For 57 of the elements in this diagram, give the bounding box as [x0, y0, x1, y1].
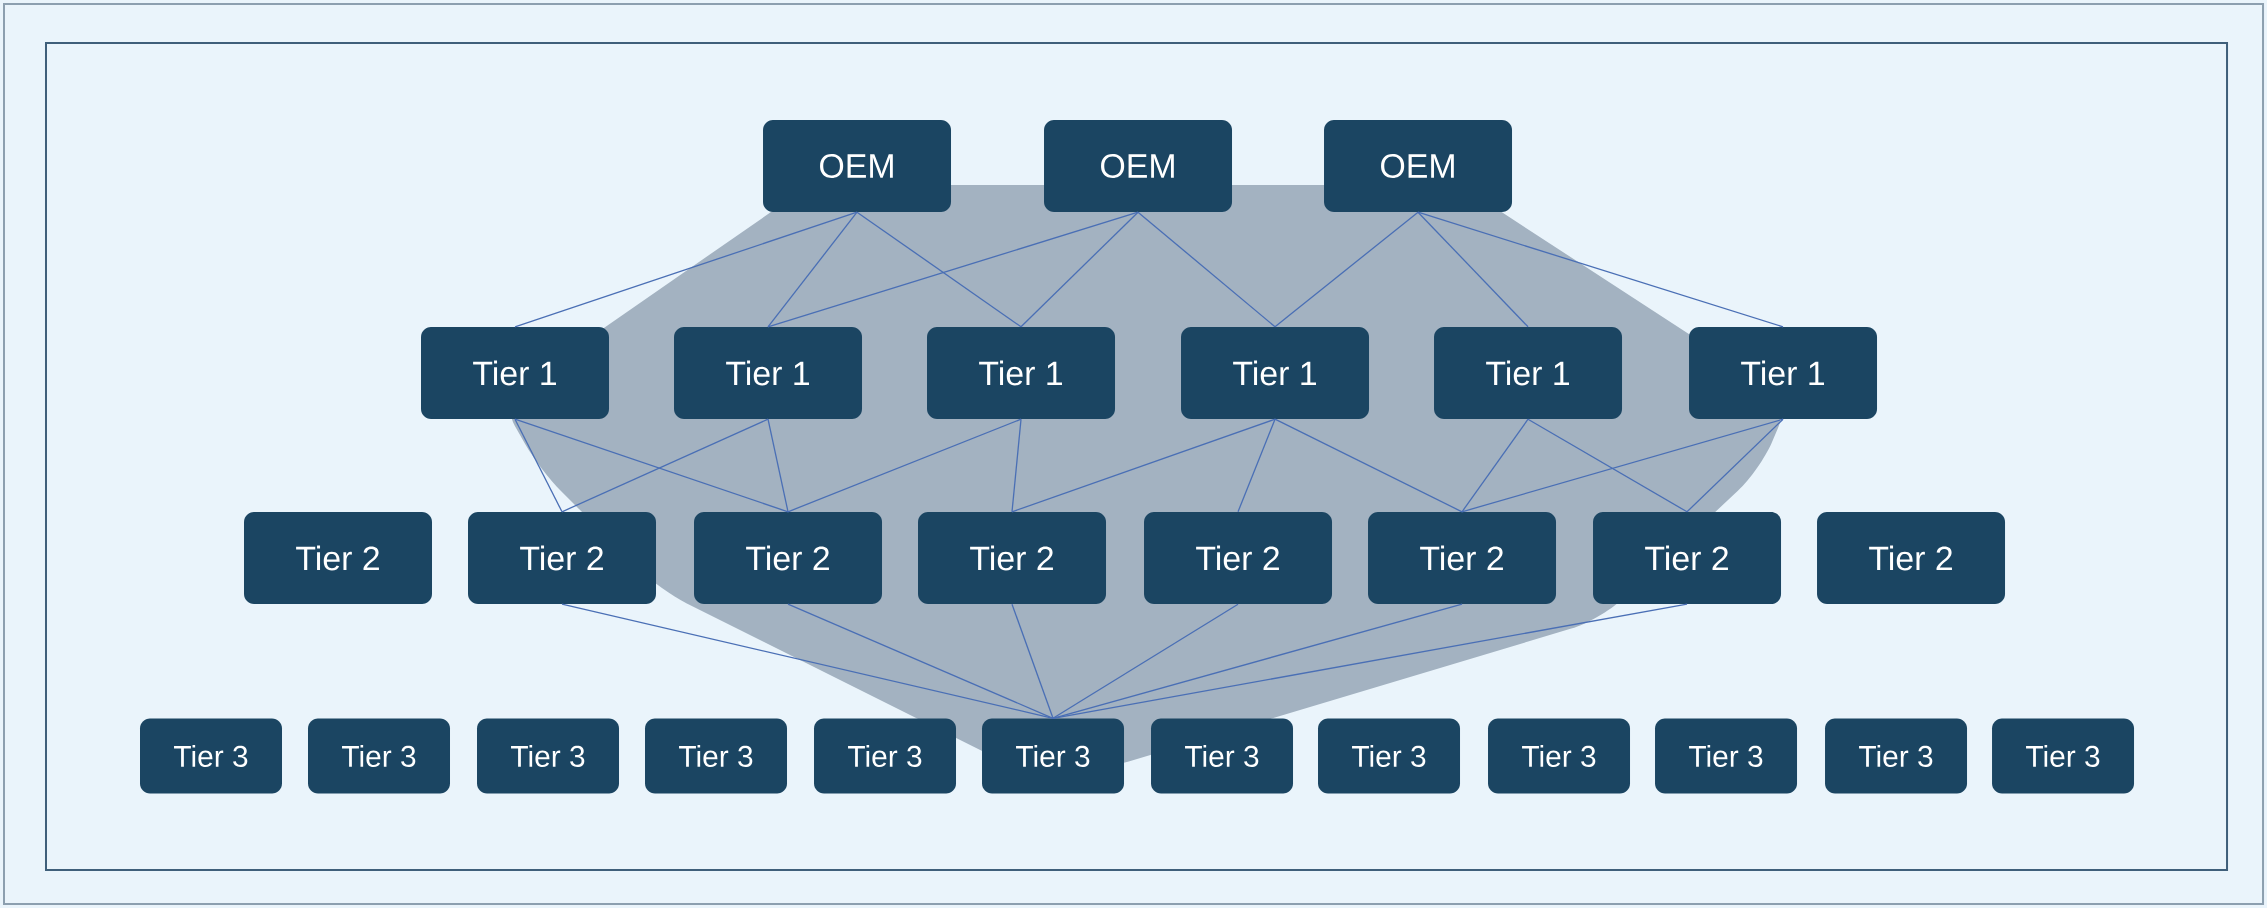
tier-box: Tier 3 — [1488, 718, 1630, 794]
connector-line — [1461, 418, 1784, 513]
tier-box: Tier 2 — [1368, 512, 1556, 604]
connector-line — [767, 211, 858, 328]
tier-box: Tier 2 — [1593, 512, 1781, 604]
tier-box: Tier 2 — [918, 512, 1106, 604]
connector-line — [1417, 211, 1529, 328]
tier-box: Tier 1 — [421, 327, 609, 419]
connector-line — [787, 418, 1022, 513]
connector-line — [514, 418, 789, 513]
tier-box: Tier 1 — [1434, 327, 1622, 419]
connector-line — [1274, 211, 1419, 328]
connector-line — [1052, 603, 1239, 719]
connector-line — [767, 418, 789, 513]
tier-box: Tier 3 — [477, 718, 619, 794]
tier-box: OEM — [763, 120, 951, 212]
tier-box: Tier 2 — [468, 512, 656, 604]
connector-line — [561, 603, 1054, 719]
connector-line — [1461, 418, 1529, 513]
tier-box: OEM — [1324, 120, 1512, 212]
connector-line — [561, 418, 769, 513]
connector-line — [1011, 418, 1276, 513]
tier-box: Tier 3 — [1825, 718, 1967, 794]
tier-box: Tier 1 — [927, 327, 1115, 419]
tier-box: Tier 3 — [1655, 718, 1797, 794]
connector-line — [1011, 603, 1054, 719]
tier-box: Tier 1 — [674, 327, 862, 419]
connector-line — [1237, 418, 1276, 513]
tier-box: Tier 2 — [1144, 512, 1332, 604]
tier-box: Tier 1 — [1181, 327, 1369, 419]
tier-box: Tier 3 — [140, 718, 282, 794]
tier-box: Tier 3 — [645, 718, 787, 794]
tier-box: Tier 2 — [1817, 512, 2006, 604]
tier-box: Tier 3 — [1992, 718, 2135, 794]
connector-line — [1020, 211, 1139, 328]
connector-line — [1686, 418, 1784, 513]
connector-line — [514, 418, 563, 513]
tier-box: Tier 1 — [1689, 327, 1877, 419]
connector-line — [787, 603, 1054, 719]
connector-line — [1052, 603, 1688, 719]
tier-box: Tier 2 — [694, 512, 882, 604]
tier-box: Tier 3 — [308, 718, 450, 794]
tier-box: Tier 3 — [814, 718, 956, 794]
tier-box: Tier 3 — [1151, 718, 1293, 794]
connector-line — [1137, 211, 1276, 328]
connector-line — [1011, 418, 1022, 513]
connector-line — [514, 211, 858, 328]
connector-line — [1052, 603, 1463, 719]
connector-line — [1417, 211, 1784, 328]
tier-box: Tier 3 — [1318, 718, 1460, 794]
connector-line — [856, 211, 1022, 328]
tier-box: Tier 3 — [982, 718, 1124, 794]
tier-box: Tier 2 — [244, 512, 432, 604]
tier-box: OEM — [1044, 120, 1232, 212]
connector-line — [1274, 418, 1463, 513]
connector-line — [1527, 418, 1688, 513]
connector-line — [767, 211, 1139, 328]
